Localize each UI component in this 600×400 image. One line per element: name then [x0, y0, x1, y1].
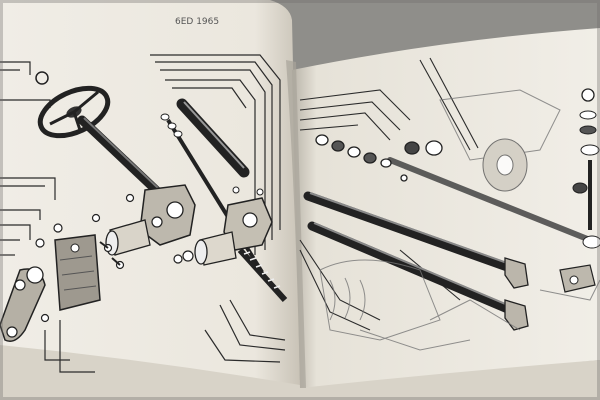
callout-line	[0, 61, 31, 75]
callout-line	[229, 299, 286, 341]
callout-line	[155, 61, 273, 240]
steering-box	[105, 184, 196, 256]
callout-line	[165, 79, 256, 255]
callout-line	[299, 89, 411, 121]
callout-line	[299, 249, 371, 331]
worm-shaft	[237, 247, 288, 303]
callout-line	[299, 124, 359, 131]
page-stack	[0, 340, 600, 400]
bush-set	[315, 134, 443, 182]
callout-line	[44, 330, 70, 361]
right-page-diagram	[299, 57, 479, 331]
left-page-header: 6ED 1965	[175, 17, 219, 27]
callout-line	[59, 320, 95, 373]
kingpin-stack	[572, 88, 600, 249]
gutter-shadow	[286, 60, 306, 388]
ball-joint	[559, 264, 596, 293]
callout-line	[429, 57, 479, 149]
left-page-diagram	[0, 54, 286, 373]
callout-line	[0, 209, 41, 220]
steering-box-exploded	[173, 186, 273, 266]
steering-wheel	[37, 85, 111, 139]
mounting-bracket	[54, 234, 101, 311]
left-bolts	[14, 193, 135, 323]
callout-line	[172, 87, 247, 109]
callout-line	[204, 329, 281, 363]
callout-line	[299, 112, 391, 141]
callout-line	[299, 101, 401, 131]
tie-rod-upper	[303, 191, 529, 289]
chassis-ghost	[319, 89, 600, 351]
callout-line	[150, 54, 281, 230]
callout-line	[219, 304, 286, 351]
callout-line	[0, 177, 56, 200]
callout-line	[160, 69, 266, 250]
callout-line	[0, 224, 31, 240]
callout-line	[299, 239, 381, 321]
callout-line	[419, 59, 471, 151]
pitman-arm	[0, 266, 46, 342]
horn-cap	[35, 71, 49, 85]
drag-link	[387, 157, 593, 243]
tie-rod-lower	[307, 221, 529, 331]
steering-column	[77, 115, 163, 197]
